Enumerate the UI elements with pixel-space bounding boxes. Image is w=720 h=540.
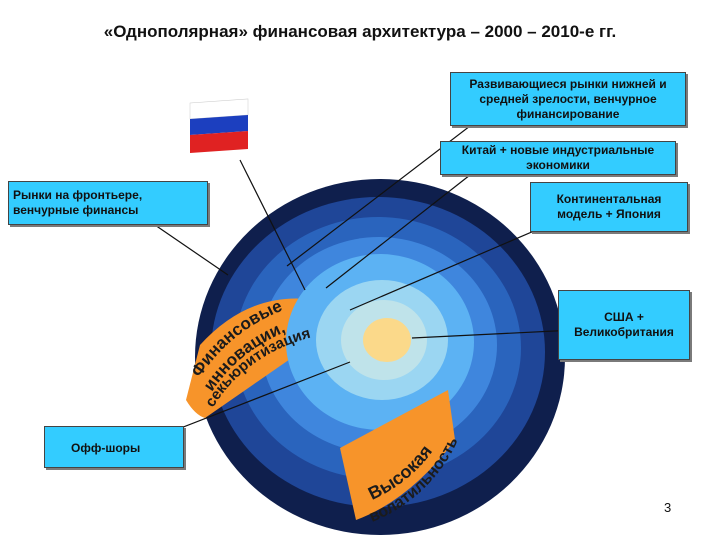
page-number: 3: [664, 500, 672, 515]
callout-offshore: Офф-шоры: [44, 426, 184, 468]
volatility-sector: [340, 390, 455, 520]
pointer-china: [325, 174, 471, 289]
callout-emerging-markets: Развивающиеся рынки нижней и средней зре…: [450, 72, 686, 126]
callout-frontier-markets: Рынки на фронтьере, венчурные финансы: [8, 181, 208, 225]
russia-flag-icon: [189, 98, 249, 153]
pointer-usa: [411, 329, 576, 339]
pointer-russia: [239, 159, 306, 291]
callout-continental-model: Континентальная модель + Япония: [530, 182, 688, 232]
pointer-emerging: [286, 125, 471, 267]
slide-title: «Однополярная» финансовая архитектура – …: [103, 22, 617, 41]
core-ring: [363, 318, 411, 362]
callout-usa-uk: США + Великобритания: [558, 290, 690, 360]
callout-china: Китай + новые индустриальные экономики: [440, 141, 676, 175]
pointer-frontier: [154, 224, 229, 276]
pointer-continental: [349, 221, 556, 311]
